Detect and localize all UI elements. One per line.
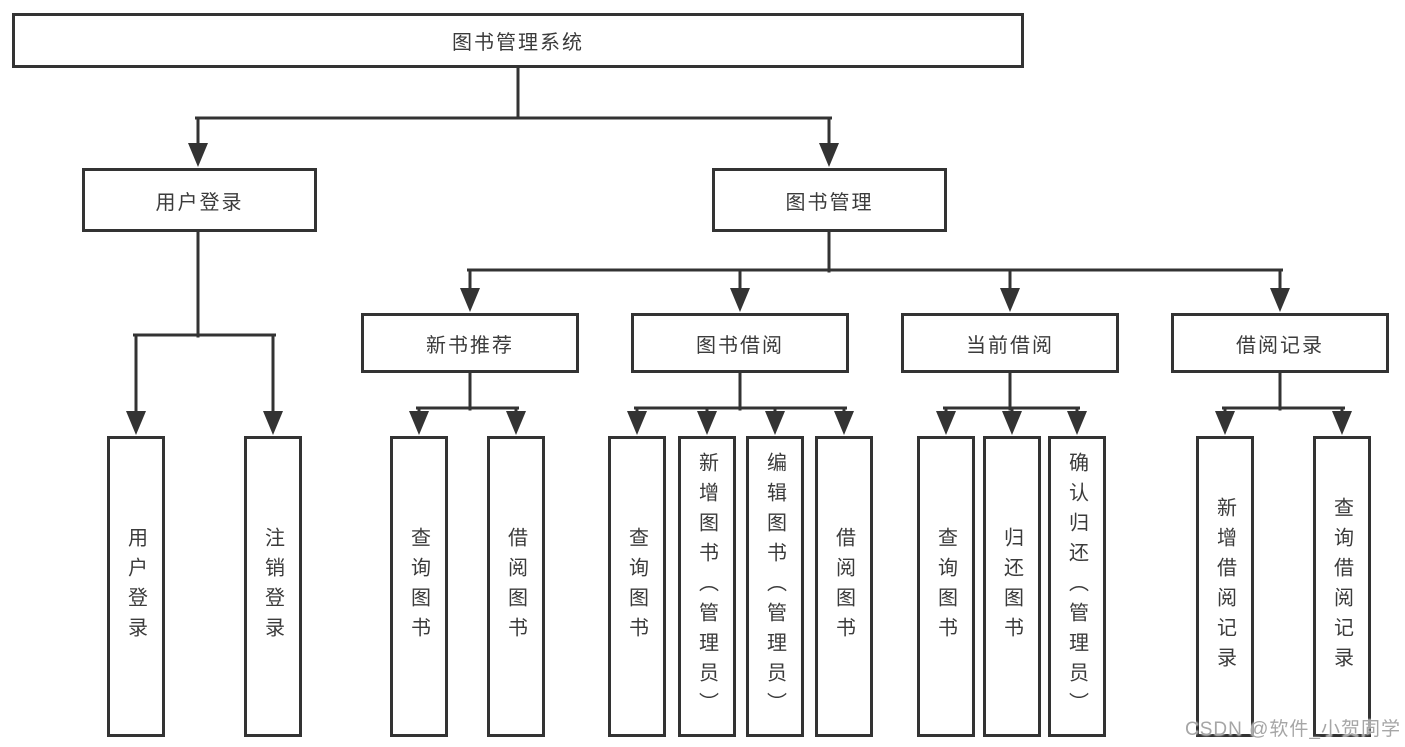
leaf-return-books: 归还图书 xyxy=(983,436,1041,737)
leaf-logout: 注销登录 xyxy=(244,436,302,737)
leaf-query-borrow-record: 查询借阅记录 xyxy=(1313,436,1371,737)
leaf-add-book-admin: 新增图书（管理员） xyxy=(678,436,736,737)
leaf-confirm-return-admin: 确认归还（管理员） xyxy=(1048,436,1106,737)
node-root: 图书管理系统 xyxy=(12,13,1024,68)
node-book-borrow: 图书借阅 xyxy=(631,313,849,373)
leaf-borrow-books-recommend: 借阅图书 xyxy=(487,436,545,737)
leaf-query-books-borrow: 查询图书 xyxy=(608,436,666,737)
node-book-management: 图书管理 xyxy=(712,168,947,232)
leaf-user-login: 用户登录 xyxy=(107,436,165,737)
node-new-book-recommend: 新书推荐 xyxy=(361,313,579,373)
node-borrow-records: 借阅记录 xyxy=(1171,313,1389,373)
leaf-add-borrow-record: 新增借阅记录 xyxy=(1196,436,1254,737)
leaf-query-books-current: 查询图书 xyxy=(917,436,975,737)
node-current-borrow: 当前借阅 xyxy=(901,313,1119,373)
watermark: CSDN @软件_小贺同学 xyxy=(1185,719,1401,740)
node-user-login: 用户登录 xyxy=(82,168,317,232)
leaf-edit-book-admin: 编辑图书（管理员） xyxy=(746,436,804,737)
arrowhead-icons xyxy=(126,143,1352,435)
leaf-borrow-books: 借阅图书 xyxy=(815,436,873,737)
leaf-query-books-recommend: 查询图书 xyxy=(390,436,448,737)
